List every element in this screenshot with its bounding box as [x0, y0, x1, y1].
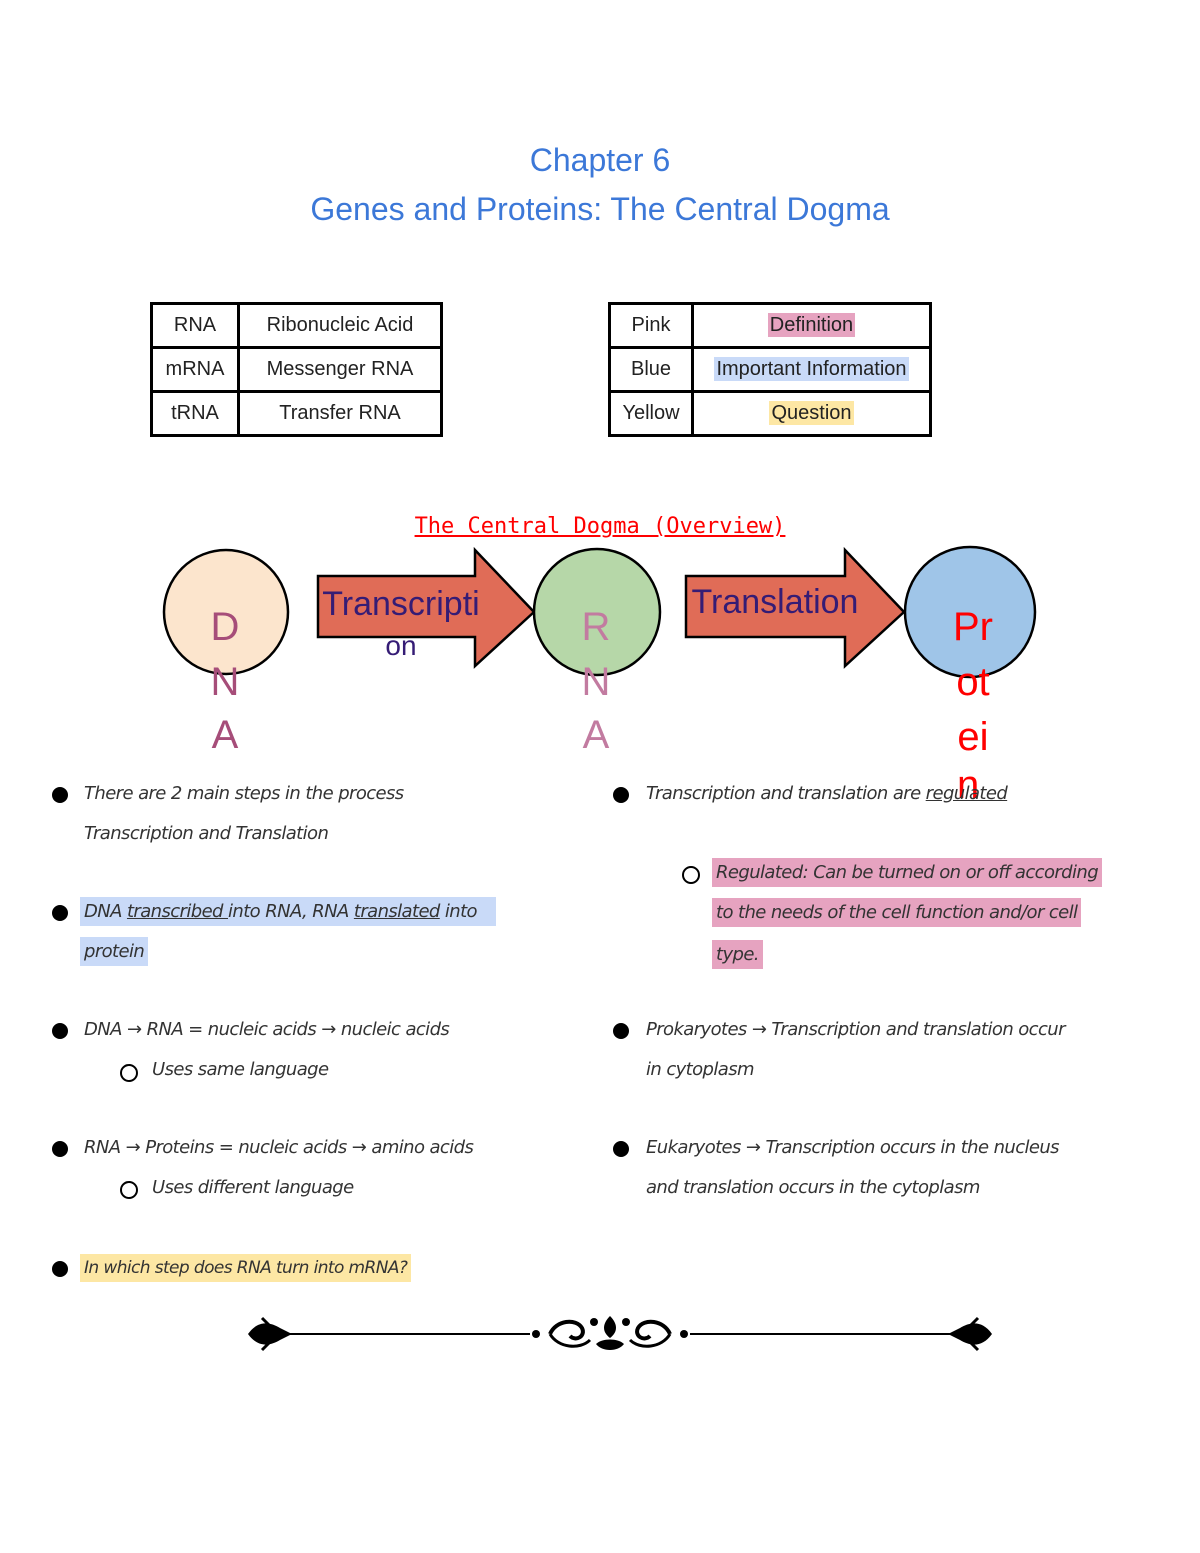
transcription-arrow — [316, 546, 536, 669]
rna-circle — [532, 547, 662, 677]
bullet-dot — [613, 1141, 629, 1157]
table-row: RNA Ribonucleic Acid — [150, 302, 443, 349]
abbr-cell: mRNA — [150, 346, 240, 393]
full-name-cell: Ribonucleic Acid — [237, 302, 443, 349]
note-steps: There are 2 main steps in the process — [84, 783, 404, 804]
table-row: Blue Important Information — [608, 346, 932, 393]
rna-label: A — [583, 713, 610, 757]
note-regulated-definition: to the needs of the cell function and/or… — [712, 893, 1082, 933]
bullet-dot — [613, 1023, 629, 1039]
table-row: mRNA Messenger RNA — [150, 346, 443, 393]
abbreviation-table: RNA Ribonucleic Acid mRNA Messenger RNA … — [150, 302, 443, 437]
legend-meaning-cell: Definition — [691, 302, 932, 349]
note-dna-rna: protein — [80, 932, 149, 972]
note-prokaryotes: in cytoplasm — [646, 1059, 755, 1080]
important-info-swatch: Important Information — [714, 357, 909, 381]
question-swatch: Question — [769, 401, 854, 425]
page-title: Genes and Proteins: The Central Dogma — [310, 191, 890, 227]
protein-circle — [903, 545, 1037, 679]
legend-meaning-cell: Question — [691, 390, 932, 437]
note-same-language: Uses same language — [152, 1059, 329, 1080]
bullet-dot — [52, 1141, 68, 1157]
note-question: In which step does RNA turn into mRNA? — [80, 1248, 412, 1288]
chapter-title: Chapter 6 — [529, 142, 671, 178]
dna-label: N — [211, 660, 240, 704]
note-eukaryotes: and translation occurs in the cytoplasm — [646, 1177, 980, 1198]
diagram-title: The Central Dogma (Overview) — [414, 514, 786, 539]
dna-circle — [162, 548, 290, 676]
table-row: tRNA Transfer RNA — [150, 390, 443, 437]
full-name-cell: Transfer RNA — [237, 390, 443, 437]
bullet-dot — [52, 1261, 68, 1277]
protein-label: ot — [956, 660, 989, 704]
bullet-dot — [52, 905, 68, 921]
bullet-dot — [52, 787, 68, 803]
definition-swatch: Definition — [767, 313, 856, 337]
sub-bullet-ring — [120, 1064, 138, 1082]
dna-label: D — [211, 605, 240, 649]
bullet-dot — [52, 1023, 68, 1039]
table-row: Pink Definition — [608, 302, 932, 349]
note-nucleic: DNA → RNA = nucleic acids → nucleic acid… — [84, 1019, 450, 1040]
dna-label: A — [212, 713, 239, 757]
color-legend-table: Pink Definition Blue Important Informati… — [608, 302, 932, 437]
note-eukaryotes: Eukaryotes → Transcription occurs in the… — [646, 1137, 1060, 1158]
bullet-dot — [613, 787, 629, 803]
note-prokaryotes: Prokaryotes → Transcription and translat… — [646, 1019, 1065, 1040]
table-row: Yellow Question — [608, 390, 932, 437]
note-regulated: Transcription and translation are regula… — [646, 783, 1008, 804]
transcription-label: Transcripti — [322, 585, 479, 623]
note-regulated-definition: Regulated: Can be turned on or off accor… — [712, 853, 1103, 893]
sub-bullet-ring — [682, 866, 700, 884]
note-amino: RNA → Proteins = nucleic acids → amino a… — [84, 1137, 474, 1158]
note-different-language: Uses different language — [152, 1177, 354, 1198]
note-dna-rna: DNA transcribed into RNA, RNA translated… — [80, 892, 497, 932]
rna-label: R — [582, 605, 611, 649]
central-dogma-diagram: D N A R N A Pr ot ei Transcripti on Tran… — [162, 545, 1037, 759]
protein-label: Pr — [953, 605, 993, 649]
legend-color-cell: Blue — [608, 346, 694, 393]
rna-label: N — [582, 660, 611, 704]
abbr-cell: tRNA — [150, 390, 240, 437]
sub-bullet-ring — [120, 1181, 138, 1199]
ornamental-divider — [248, 1316, 992, 1352]
translation-label: Translation — [692, 583, 859, 621]
legend-meaning-cell: Important Information — [691, 346, 932, 393]
note-steps: Transcription and Translation — [84, 823, 329, 844]
note-regulated-definition: type. — [712, 935, 763, 975]
legend-color-cell: Pink — [608, 302, 694, 349]
protein-label: ei — [957, 715, 988, 759]
legend-color-cell: Yellow — [608, 390, 694, 437]
protein-label: n — [957, 763, 980, 807]
abbr-cell: RNA — [150, 302, 240, 349]
transcription-label: on — [385, 630, 416, 661]
translation-arrow — [684, 546, 906, 669]
full-name-cell: Messenger RNA — [237, 346, 443, 393]
